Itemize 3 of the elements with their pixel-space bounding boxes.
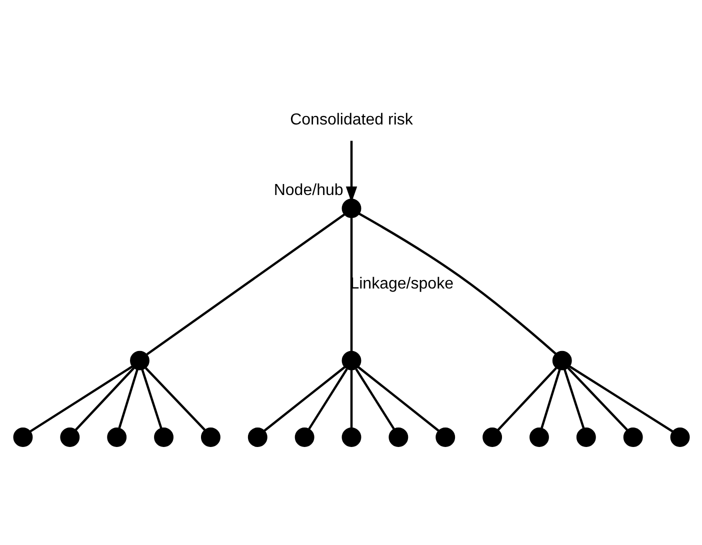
edge-label: Linkage/spoke	[350, 274, 454, 292]
node-text: Consolidated risk	[290, 110, 412, 128]
node-label: Node/hub	[273, 180, 343, 198]
